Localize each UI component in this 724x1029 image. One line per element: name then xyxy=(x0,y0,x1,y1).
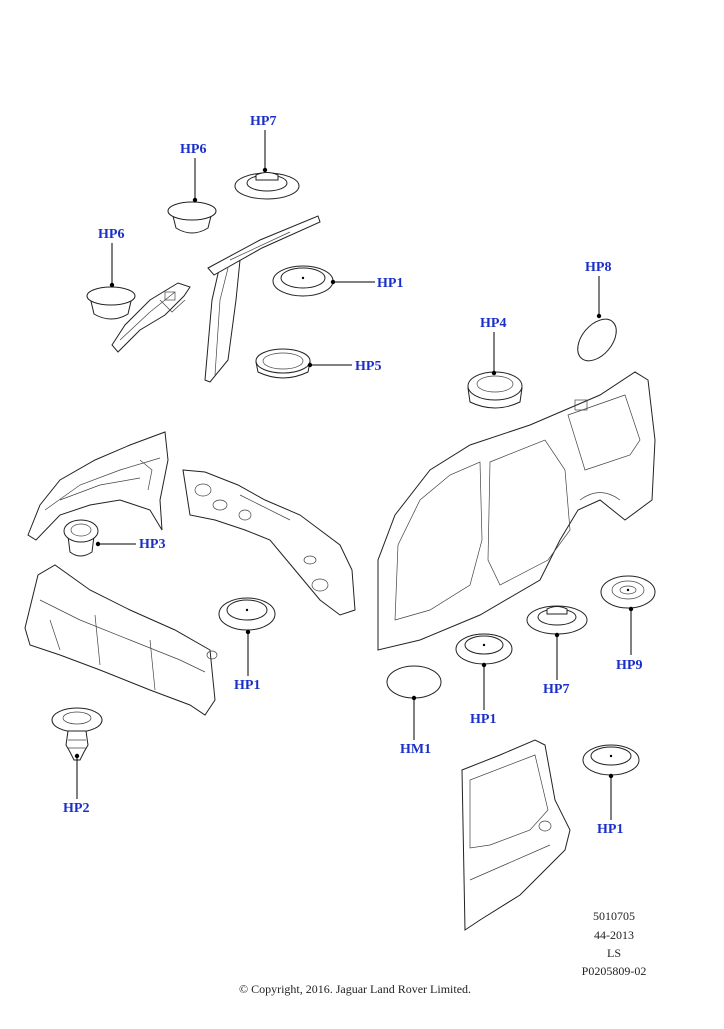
hp5-grommet-drawing xyxy=(255,348,311,379)
callout-hp6-upper[interactable]: HP6 xyxy=(180,142,207,157)
reference-illustration-id: P0205809-02 xyxy=(581,964,647,978)
a-pillar-panel-drawing xyxy=(111,282,191,353)
callout-hp5[interactable]: HP5 xyxy=(355,359,382,374)
callout-hp2[interactable]: HP2 xyxy=(63,801,90,816)
hp1-mid-grommet-drawing xyxy=(455,633,513,665)
hp9-grommet-drawing xyxy=(600,575,656,609)
hp1-front-grommet-drawing xyxy=(218,597,276,631)
callout-hp7-top[interactable]: HP7 xyxy=(250,114,277,129)
copyright-notice: © Copyright, 2016. Jaguar Land Rover Lim… xyxy=(238,982,472,996)
rear-door-drawing xyxy=(461,739,571,931)
callout-hp1-door[interactable]: HP1 xyxy=(597,822,624,837)
body-side-drawing xyxy=(377,371,656,651)
hp6-lower-plug-drawing xyxy=(86,286,136,320)
leader-lines xyxy=(74,130,634,820)
hm1-patch-drawing xyxy=(386,665,442,699)
callout-hp3[interactable]: HP3 xyxy=(139,537,166,552)
hp3-plug-drawing xyxy=(63,519,99,557)
callout-hp4[interactable]: HP4 xyxy=(480,316,507,331)
callout-hp1-mid[interactable]: HP1 xyxy=(470,712,497,727)
callout-hm1[interactable]: HM1 xyxy=(400,742,432,757)
front-inner-wing-drawing xyxy=(27,431,169,541)
callout-hp1-front[interactable]: HP1 xyxy=(234,678,261,693)
reference-number: 5010705 xyxy=(593,909,635,923)
reference-model-code: LS xyxy=(606,946,621,960)
dash-panel-drawing xyxy=(182,469,356,616)
callout-hp6-lower[interactable]: HP6 xyxy=(98,227,125,242)
hp6-upper-plug-drawing xyxy=(167,201,217,234)
hp7-top-grommet-drawing xyxy=(234,172,300,200)
hp2-clip-drawing xyxy=(51,707,103,761)
callout-hp7-lower[interactable]: HP7 xyxy=(543,682,570,697)
callout-hp1-upper[interactable]: HP1 xyxy=(377,276,404,291)
hp8-seal-drawing xyxy=(577,318,617,362)
roof-rail-pillar-drawing xyxy=(204,215,321,383)
callout-hp8[interactable]: HP8 xyxy=(585,260,612,275)
hp7-lower-grommet-drawing xyxy=(526,605,588,635)
hp4-grommet-drawing xyxy=(467,371,523,409)
hp1-upper-grommet-drawing xyxy=(272,265,334,297)
reference-date-code: 44-2013 xyxy=(594,928,634,942)
front-end-carrier-drawing xyxy=(24,564,218,716)
callout-hp9[interactable]: HP9 xyxy=(616,658,643,673)
hp1-door-grommet-drawing xyxy=(582,744,640,776)
